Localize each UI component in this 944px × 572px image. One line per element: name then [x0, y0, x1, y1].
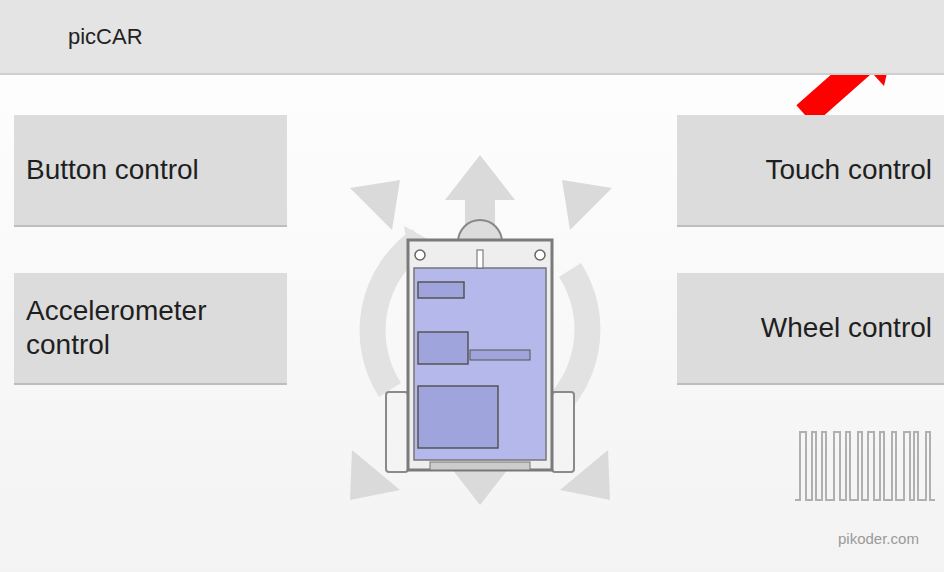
menu-button: Wheel control: [677, 273, 944, 385]
menu-button: Accelerometer control: [14, 273, 287, 385]
logo-waveform: [795, 432, 935, 500]
action-bar: picCAR: [0, 0, 944, 75]
button-label: Wheel control: [761, 311, 932, 345]
menu-button: Touch control: [677, 115, 944, 227]
car-illustration: [350, 155, 612, 505]
button-label: Accelerometer control: [26, 294, 275, 362]
watermark: pikoder.com: [838, 530, 919, 547]
button-label: Button control: [26, 153, 199, 187]
app-title: picCAR: [68, 24, 143, 50]
menu-button: Button control: [14, 115, 287, 227]
button-label: Touch control: [765, 153, 932, 187]
